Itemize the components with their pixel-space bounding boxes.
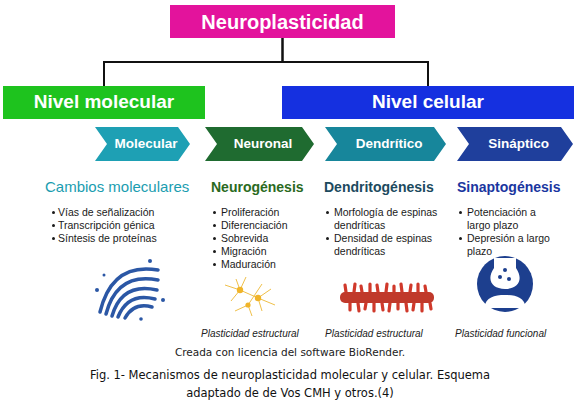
vesicle-dot — [161, 298, 165, 302]
chevron-fill — [95, 127, 190, 161]
vesicle-dot — [103, 274, 106, 277]
vesicle-dot — [139, 317, 143, 321]
node-label: Molecular — [115, 137, 178, 152]
neurite-lines — [225, 277, 275, 316]
organelle-dots — [95, 259, 165, 321]
synaptic-vesicle — [507, 277, 511, 281]
column-heading: Dendritogénesis — [324, 177, 452, 197]
postsynaptic-terminal — [484, 295, 526, 308]
bullet-text: Potenciación a largo plazo — [467, 206, 536, 231]
neuron-soma — [245, 302, 250, 307]
bullet-text: Migración — [221, 245, 267, 257]
chevron-fill — [325, 127, 446, 161]
bullet-dot — [52, 211, 55, 214]
chevron-tab: Neuronal — [205, 127, 314, 161]
bullet-text: Diferenciación — [221, 219, 288, 231]
bullet-dot — [52, 237, 55, 240]
node-label: Dendrítico — [356, 137, 423, 152]
credit-note: Creada con licencia del software BioRend… — [0, 346, 580, 358]
bullet-item: Síntesis de proteínas — [45, 232, 210, 245]
neuron-soma — [255, 295, 261, 301]
bullet-item: Proliferación — [211, 206, 316, 219]
bullet-item: Transcripción génica — [45, 219, 210, 232]
node-label: Neuronal — [234, 137, 293, 152]
chevron-fill — [457, 127, 573, 161]
neuron-cluster-icon — [225, 277, 275, 316]
synaptic-vesicle — [503, 268, 507, 272]
bullet-text: Transcripción génica — [58, 219, 155, 231]
presynaptic-terminal — [490, 258, 519, 289]
bullet-item: Migración — [211, 245, 316, 258]
bullet-dot — [213, 263, 216, 266]
bullet-text: Proliferación — [221, 206, 279, 218]
chevron-tab: Sináptico — [457, 127, 573, 161]
vesicle-dot — [95, 288, 99, 292]
bullet-item: Densidad de espinas dendríticas — [324, 232, 452, 258]
node-label: Neuroplasticidad — [201, 11, 363, 33]
column-heading: Sinaptogénesis — [457, 177, 560, 197]
bullet-text: Morfología de espinas dendríticas — [334, 206, 437, 231]
figure-caption: Fig. 1- Mecanismos de neuroplasticidad m… — [62, 366, 518, 402]
node-label: Nivel celular — [372, 92, 484, 113]
bullet-item: Sobrevida — [211, 232, 316, 245]
plasticity-type: Plasticidad estructural — [325, 328, 423, 339]
bullet-dot — [326, 237, 329, 240]
bullet-item: Depresión a largo plazo — [457, 232, 553, 258]
bullet-item: Diferenciación — [211, 219, 316, 232]
node-label: Nivel molecular — [34, 92, 174, 113]
bullet-dot — [326, 211, 329, 214]
bullet-dot — [213, 211, 216, 214]
synaptic-vesicle — [498, 275, 502, 279]
dendrite-icon — [340, 284, 434, 311]
tree-connector — [104, 38, 283, 86]
bullet-text: Sobrevida — [221, 232, 268, 244]
bullet-dot — [213, 237, 216, 240]
organelle-icon — [100, 269, 158, 318]
bullet-text: Síntesis de proteínas — [58, 232, 157, 244]
level-box: Nivel molecular — [3, 86, 205, 119]
bullet-dot — [213, 250, 216, 253]
membrane-fold — [112, 288, 157, 316]
membrane-fold — [118, 297, 155, 317]
synapse-icon — [477, 256, 533, 312]
bullet-dot — [213, 224, 216, 227]
column-heading: Neurogénesis — [211, 177, 316, 197]
node-label: Sináptico — [488, 137, 549, 152]
bullet-text: Maduración — [221, 258, 276, 270]
synapse-circle — [477, 256, 533, 312]
bullet-dot — [52, 224, 55, 227]
bullet-text: Densidad de espinas dendríticas — [334, 232, 432, 257]
column-heading: Cambios moleculares — [45, 177, 210, 197]
chevron-tab: Dendrítico — [325, 127, 446, 161]
chevron-tab: Molecular — [95, 127, 190, 161]
tree-connector — [283, 38, 429, 86]
membrane-fold — [125, 306, 152, 318]
plasticity-type: Plasticidad estructural — [201, 328, 299, 339]
bullet-dot — [459, 211, 462, 214]
root-box: Neuroplasticidad — [170, 5, 395, 38]
neuron-soma — [237, 287, 243, 293]
bullet-item: Potenciación a largo plazo — [457, 206, 553, 232]
vesicle-dot — [148, 259, 152, 263]
bullet-item: Morfología de espinas dendríticas — [324, 206, 452, 232]
dendrite-shaft — [340, 292, 434, 303]
bullet-text: Vías de señalización — [58, 206, 154, 218]
chevron-fill — [205, 127, 314, 161]
plasticity-type: Plasticidad funcional — [455, 328, 546, 339]
bullet-text: Depresión a largo plazo — [467, 232, 550, 257]
bullet-dot — [459, 237, 462, 240]
bullet-item: Vías de señalización — [45, 206, 210, 219]
level-box: Nivel celular — [282, 86, 574, 119]
bullet-item: Maduración — [211, 258, 316, 271]
